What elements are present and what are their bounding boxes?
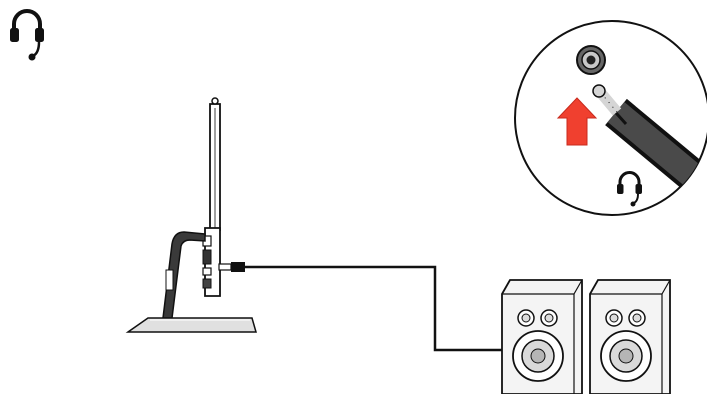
cable-plug-at-monitor xyxy=(218,262,245,272)
monitor-side-view xyxy=(125,97,257,333)
audio-plug xyxy=(592,84,707,200)
monitor-stand xyxy=(125,231,257,333)
speaker-left xyxy=(501,279,583,394)
monitor-port-panel xyxy=(202,235,212,289)
headphone-icon xyxy=(10,9,44,61)
audio-jack-port xyxy=(576,45,606,75)
speaker-right xyxy=(589,279,671,394)
detail-callout xyxy=(514,20,707,216)
insert-direction-arrow xyxy=(556,97,598,146)
callout-headphone-icon xyxy=(617,171,642,207)
audio-cable xyxy=(218,262,502,352)
